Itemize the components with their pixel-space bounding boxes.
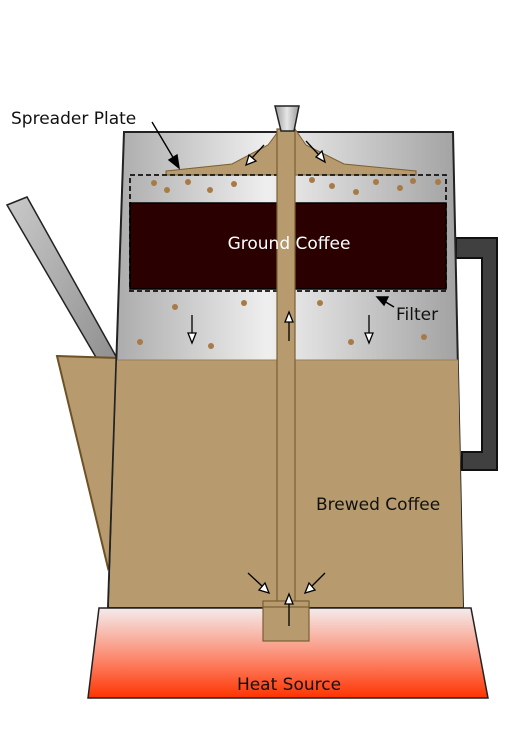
arrow-icon <box>303 572 326 595</box>
grounds-dots-falling <box>137 300 427 349</box>
lid-knob <box>274 105 300 132</box>
ground-coffee-label: Ground Coffee <box>228 234 351 254</box>
arrow-icon <box>284 310 294 341</box>
arrow-icon <box>151 121 180 170</box>
flow-arrows <box>187 140 374 626</box>
pot-handle <box>455 237 498 471</box>
brewed-coffee-label: Brewed Coffee <box>316 495 440 515</box>
arrow-icon <box>247 572 271 595</box>
arrow-icon <box>244 144 265 167</box>
filter-label: Filter <box>396 305 438 325</box>
pointer-arrows <box>151 121 395 308</box>
spreader-plate-label: Spreader Plate <box>11 109 136 129</box>
arrow-icon <box>187 315 197 345</box>
percolator-tube <box>276 128 296 611</box>
grounds-dots-top <box>151 177 441 195</box>
arrow-icon <box>305 140 327 164</box>
heat-source <box>87 607 489 699</box>
heat-source-label: Heat Source <box>237 675 341 695</box>
arrow-icon <box>284 592 294 626</box>
arrow-icon <box>375 296 395 308</box>
arrow-icon <box>364 315 374 345</box>
